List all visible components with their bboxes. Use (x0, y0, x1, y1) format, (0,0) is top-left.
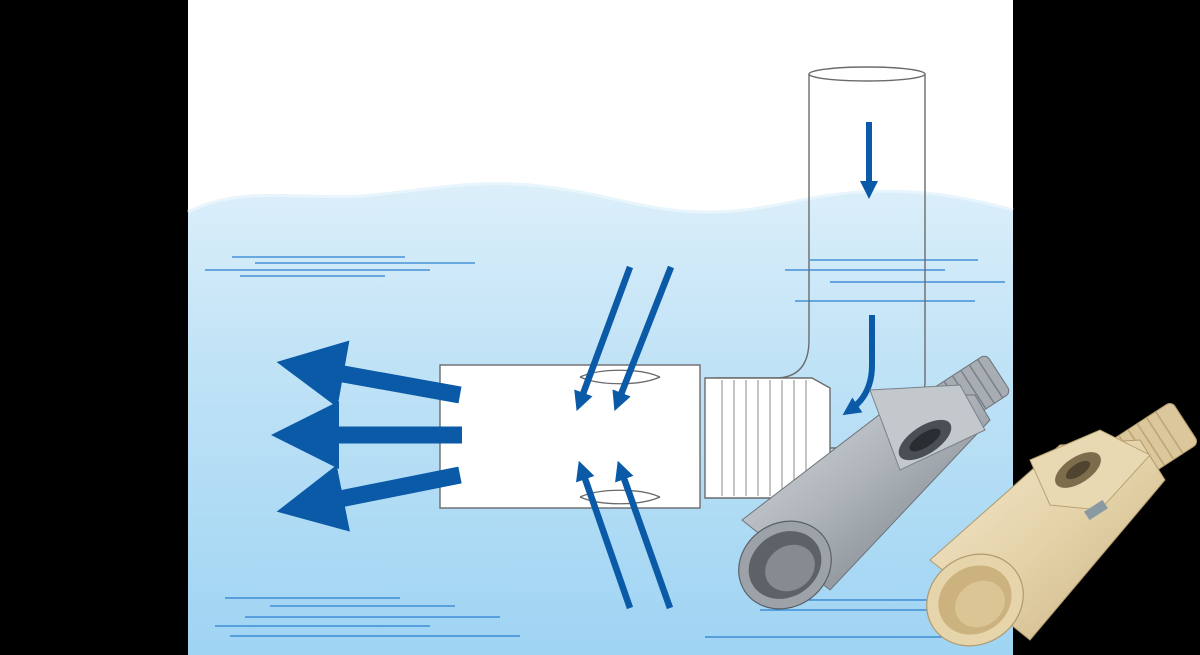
label-tag-icon (1084, 499, 1108, 521)
eductor-body (439, 364, 701, 509)
supply-flow-arrows (842, 122, 878, 416)
induced-flow-arrows-bottom (575, 460, 674, 610)
induced-flow-arrows-top (574, 265, 675, 412)
stainless-steel-eductor (738, 355, 1010, 610)
discharge-arrows (271, 340, 462, 532)
wave-lines (205, 256, 1005, 638)
discharge-arrow-lower (276, 464, 462, 532)
supply-arrow-bend (842, 315, 875, 416)
threaded-connector (704, 377, 831, 499)
discharge-arrow-upper (276, 340, 462, 408)
polypropylene-eductor (926, 402, 1198, 647)
